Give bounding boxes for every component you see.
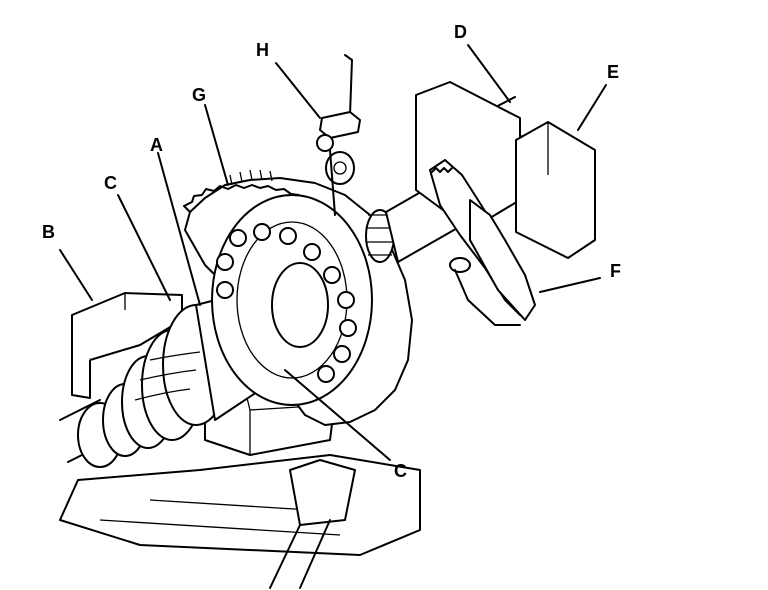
callout-label-d: D: [454, 22, 467, 42]
bench-vise: [59, 454, 421, 589]
callout-label-e: E: [607, 62, 619, 82]
callout-label-b: B: [42, 222, 55, 242]
ring-gear-bolts: [216, 223, 357, 383]
locking-pliers: [429, 159, 536, 326]
callout-label-f: F: [610, 261, 621, 281]
callout-label-h: H: [256, 40, 269, 60]
dial-indicator: [316, 54, 361, 216]
callout-label-c-lower: C: [394, 461, 407, 481]
callout-label-c-upper: C: [104, 173, 117, 193]
callout-label-a: A: [150, 135, 163, 155]
callout-label-g: G: [192, 85, 206, 105]
ring-gear: [183, 169, 413, 426]
callout-labels: A B C C D E F G H: [42, 22, 621, 481]
leader-lines: [59, 44, 607, 461]
